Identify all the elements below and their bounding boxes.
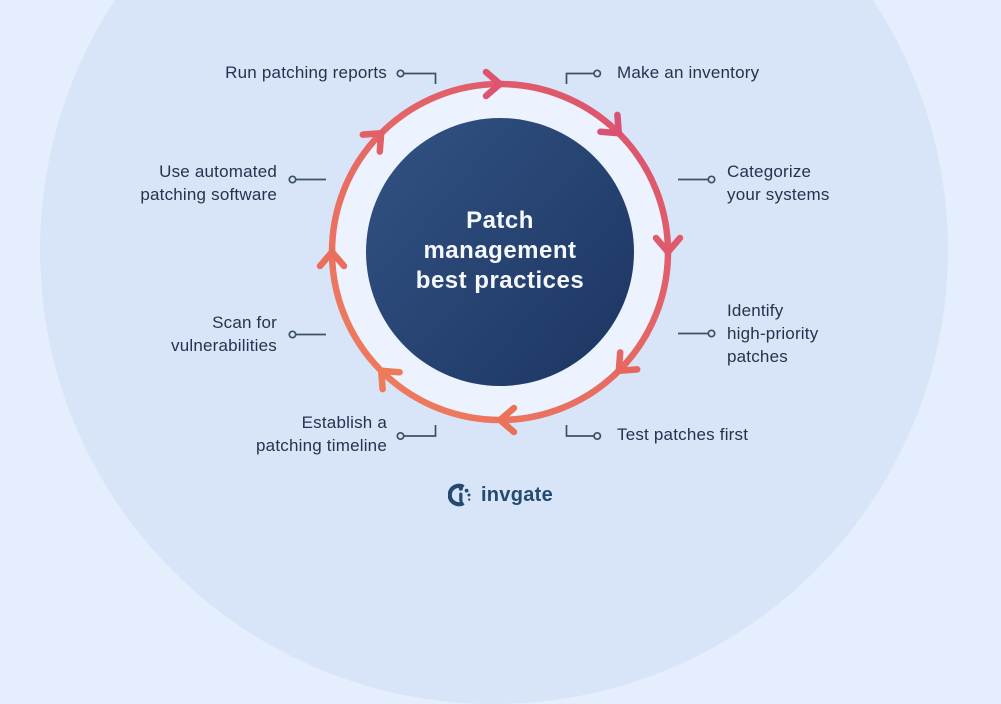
step-label-categorize-your-systems: Categorize your systems (727, 162, 830, 204)
center-circle (366, 118, 634, 386)
cycle-arrow (316, 247, 348, 270)
connector-scan-for-vulnerabilities (288, 330, 326, 339)
step-label-make-an-inventory: Make an inventory (617, 63, 760, 82)
cycle-arrow (597, 111, 623, 137)
connector-establish-a-patching-timeline (396, 425, 437, 441)
connector-test-patches-first (565, 425, 602, 441)
cycle-arrow (615, 349, 641, 375)
connector-use-automated-patching-software (288, 175, 326, 184)
invgate-logo-icon (447, 483, 471, 507)
connector-categorize-your-systems (678, 175, 716, 184)
connector-identify-high-priority-patches (678, 329, 716, 338)
step-label-test-patches-first: Test patches first (617, 425, 749, 444)
cycle-arrow (482, 68, 505, 100)
step-label-scan-for-vulnerabilities: Scan for vulnerabilities (171, 313, 277, 355)
cycle-arrow (495, 404, 518, 436)
cycle-arrow (359, 129, 385, 155)
step-label-run-patching-reports: Run patching reports (225, 63, 387, 82)
step-label-identify-high-priority-patches: Identify high-priority patches (727, 301, 819, 366)
invgate-logo-text: invgate (480, 483, 554, 506)
cycle-diagram (316, 68, 684, 436)
step-label-use-automated-patching-software: Use automated patching software (140, 162, 277, 204)
connector-run-patching-reports (396, 69, 437, 84)
cycle-arrows (316, 68, 684, 436)
cycle-arrow (377, 367, 403, 393)
connector-make-an-inventory (565, 69, 602, 84)
diagram-title: Patch management best practices (415, 207, 585, 294)
step-label-establish-a-patching-timeline: Establish a patching timeline (256, 413, 387, 455)
cycle-arrow (652, 234, 684, 257)
invgate-logo: invgate (0, 478, 1001, 512)
